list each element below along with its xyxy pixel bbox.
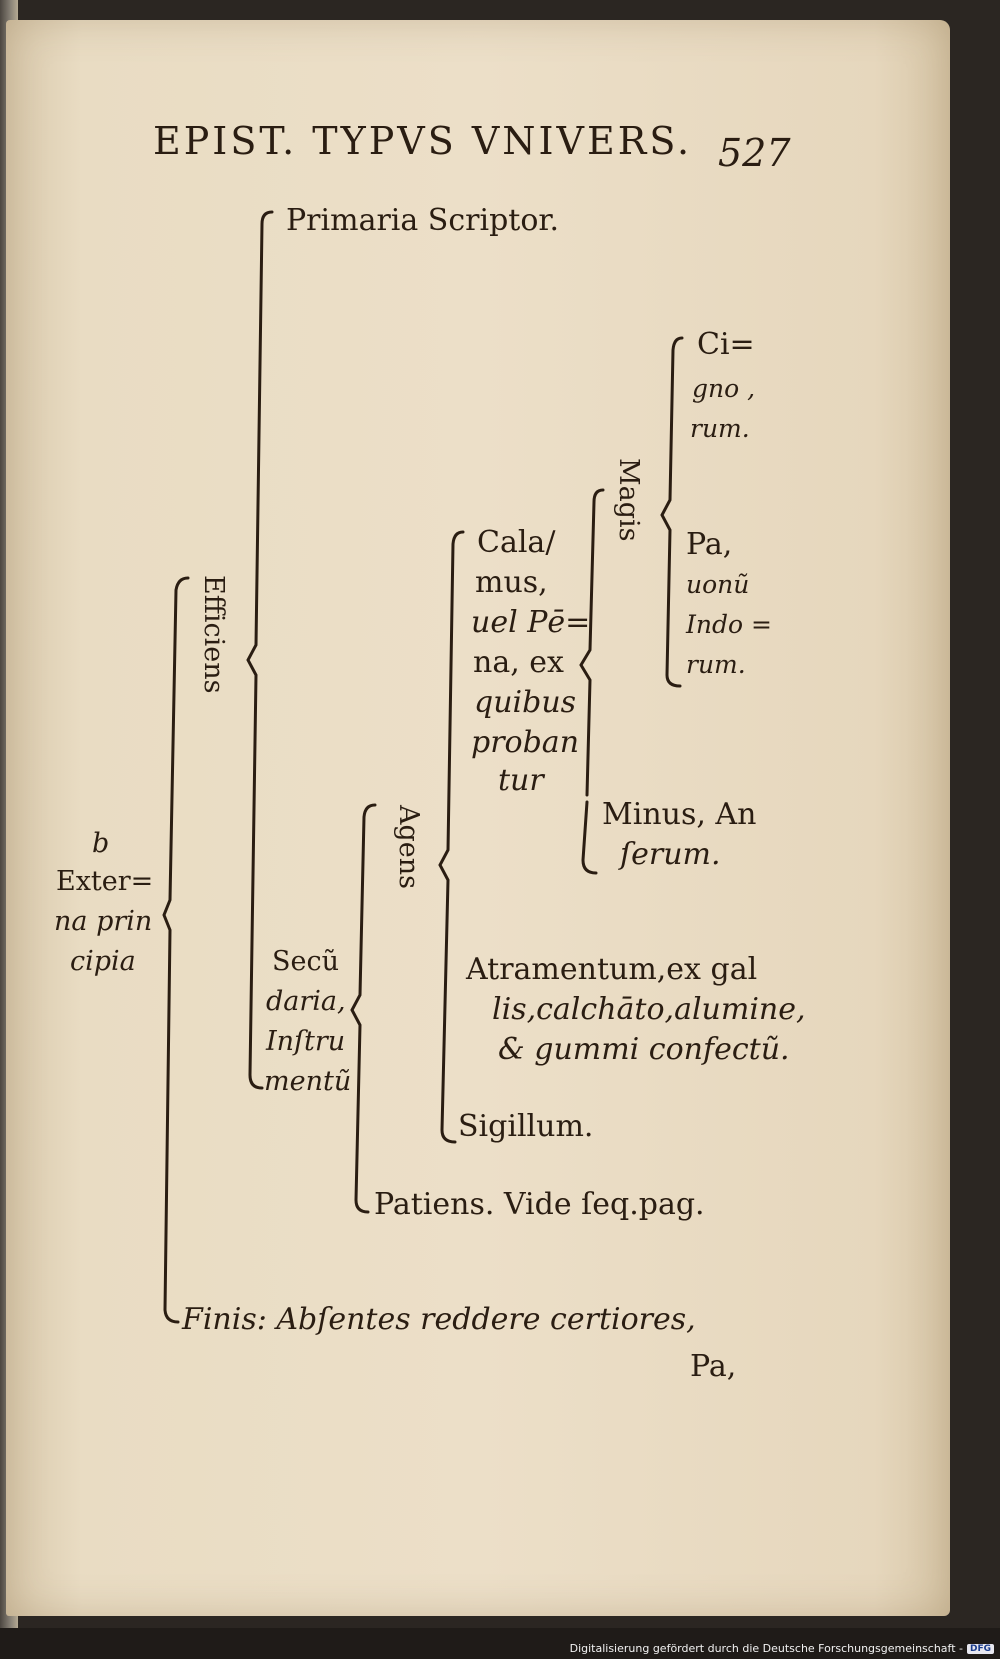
- cignorum-line2: gno ,: [692, 374, 756, 403]
- credit-text: Digitalisierung gefördert durch die Deut…: [569, 1642, 963, 1655]
- agens-label: Agens: [393, 805, 424, 890]
- primaria-label: Primaria Scriptor.: [286, 203, 560, 238]
- root-label-line3: cipia: [70, 946, 136, 977]
- calamus-line5: quibus: [474, 685, 577, 720]
- secundaria-line3: Inſtru: [266, 1026, 346, 1057]
- root-label-b: b: [92, 828, 110, 859]
- scan-border: [0, 1628, 1000, 1659]
- magis-label: Magis: [613, 458, 644, 542]
- pauonum-line3: Indo =: [686, 610, 772, 639]
- brace-externa: [162, 576, 190, 1324]
- dfg-logo-icon: DFG: [966, 1643, 994, 1654]
- running-title: EPIST. TYPVS VNIVERS.: [153, 119, 693, 163]
- calamus-line4: na, ex: [473, 645, 564, 680]
- root-label-line1: Exter=: [56, 866, 154, 897]
- calamus-line6: proban: [471, 725, 580, 760]
- efficiens-label: Efficiens: [198, 575, 229, 694]
- brace-calamus: [579, 488, 605, 797]
- catchword: Pa,: [690, 1349, 737, 1384]
- minus-line1: Minus, An: [602, 797, 757, 832]
- pauonum-line1: Pa,: [686, 527, 733, 562]
- root-label-line2: na prin: [54, 906, 153, 937]
- brace-magis: [660, 336, 684, 688]
- minus-line2: ſerum.: [620, 837, 721, 872]
- atramentum-line2: lis,calchāto,alumine,: [492, 992, 806, 1027]
- calamus-line1: Cala/: [477, 525, 556, 560]
- patiens-label: Patiens. Vide ſeq.pag.: [374, 1187, 705, 1222]
- secundaria-line1: Secũ: [272, 946, 339, 977]
- secundaria-line4: mentũ: [264, 1066, 352, 1097]
- book-page: [6, 20, 950, 1616]
- atramentum-line1: Atramentum,ex gal: [466, 952, 758, 987]
- finis-label: Finis: Abſentes reddere certiores,: [182, 1302, 696, 1337]
- brace-secundaria: [350, 803, 377, 1214]
- digitization-credit: Digitalisierung gefördert durch die Deut…: [570, 1642, 994, 1655]
- calamus-line2: mus,: [475, 565, 548, 600]
- cignorum-line1: Ci=: [697, 327, 755, 362]
- brace-agens: [438, 530, 465, 1144]
- calamus-line7: tur: [498, 763, 544, 798]
- secundaria-line2: daria,: [266, 986, 346, 1017]
- pauonum-line2: uonũ: [686, 570, 750, 599]
- pauonum-line4: rum.: [686, 650, 746, 679]
- page-number: 527: [718, 131, 791, 175]
- sigillum-label: Sigillum.: [458, 1109, 594, 1144]
- brace-efficiens: [246, 210, 274, 1090]
- brace-minus: [581, 800, 598, 875]
- cignorum-line3: rum.: [690, 414, 750, 443]
- atramentum-line3: & gummi confectũ.: [498, 1032, 790, 1067]
- calamus-line3: uel Pē=: [471, 605, 591, 640]
